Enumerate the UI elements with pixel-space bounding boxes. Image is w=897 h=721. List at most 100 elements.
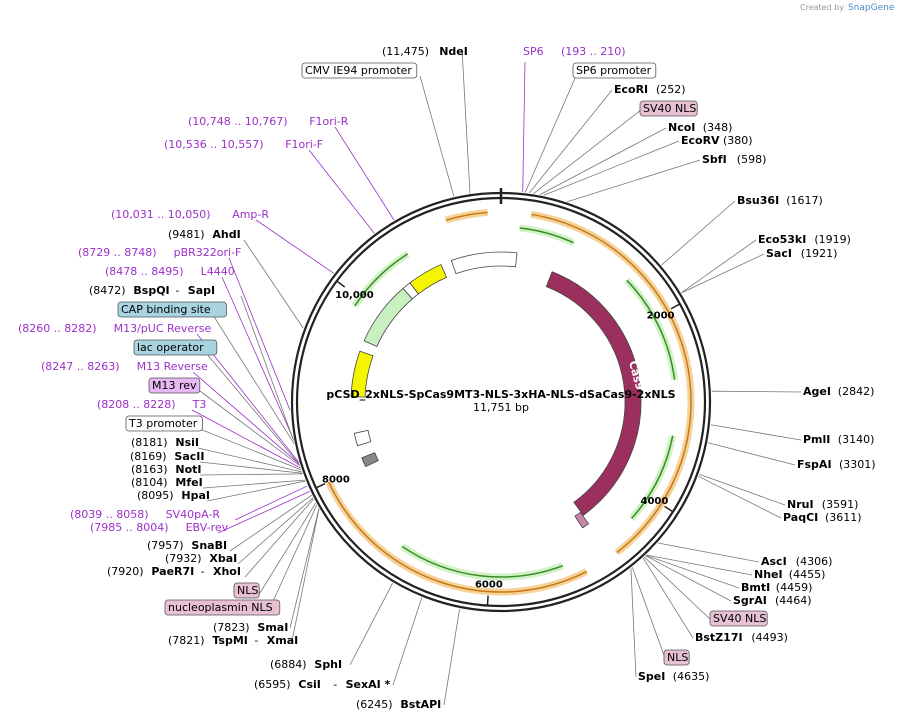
label-snabi: (7957) SnaBI (147, 539, 227, 552)
label-part-33-1: (2842) (838, 385, 875, 398)
label-part-55-1: (4635) (673, 670, 710, 683)
leader-5 (529, 89, 613, 194)
leader-31 (206, 480, 306, 502)
label-bstz17i: BstZ17I(4493) (695, 631, 788, 644)
leader-15 (681, 239, 757, 293)
label-spei: SpeI (4635) (638, 670, 709, 683)
label-lac-operator: lac operator (133, 339, 218, 356)
label-eco53ki: Eco53kI(1919) (758, 233, 851, 246)
label-hpai: (8095)HpaI (137, 489, 210, 502)
label-part-51-2: - (254, 634, 258, 647)
tick-mark-4 (336, 280, 346, 288)
feature-sv40-poly-a-signal (361, 452, 379, 468)
leader-23 (192, 371, 300, 465)
label-f1ori-r: (10,748 .. 10,767)F1ori-R (188, 115, 349, 128)
watermark-prefix: Created by (800, 3, 844, 12)
label-part-12-0: Bsu36I (737, 194, 779, 207)
leader-38 (234, 485, 308, 521)
label-ncoi: NcoI(348) (668, 121, 732, 134)
label-part-51-3: XmaI (267, 634, 298, 647)
label-m13-rev: M13 rev (148, 377, 201, 394)
leader-54 (349, 582, 394, 666)
label-part-44-1: (4455) (789, 568, 826, 581)
label-part-27-1: NsiI (175, 436, 199, 449)
label-part-40-1: SnaBI (191, 539, 227, 552)
label-part-50-1: SmaI (257, 621, 288, 634)
label-m13-reverse: (8247 .. 8263)M13 Reverse (41, 360, 208, 373)
leader-43 (657, 542, 760, 563)
green-arc-3 (401, 545, 564, 578)
label-part-11-1: F1ori-F (285, 138, 323, 151)
label-asci: AscI(4306) (761, 555, 832, 568)
label-t3: (8208 .. 8228) T3 (97, 398, 206, 411)
leader-11 (308, 149, 375, 234)
leader-56 (392, 597, 423, 686)
label-part-35-0: FspAI (797, 458, 832, 471)
label-m13-puc-reverse: (8260 .. 8282)M13/pUC Reverse (18, 322, 211, 335)
label-sp6-promoter: SP6 promoter (572, 62, 657, 79)
leader-10 (334, 126, 395, 221)
features: Cas9 (350, 251, 646, 529)
leader-51 (291, 508, 320, 642)
plasmid-name: pCSD_2xNLS-SpCas9MT3-NLS-3xHA-NLS-dSaCas… (326, 388, 675, 401)
leader-16 (681, 253, 765, 294)
green-arc-4 (354, 253, 409, 307)
label-part-6-0: SV40 NLS (643, 102, 696, 115)
label-part-56-2: - (333, 678, 337, 691)
label-part-57-0: (6245) (356, 698, 393, 711)
label-noti: (8163)NotI (131, 463, 202, 476)
label-ecorv: EcoRV(380) (681, 134, 753, 147)
label-part-29-1: NotI (175, 463, 201, 476)
label-part-4-0: SP6 promoter (576, 64, 652, 77)
label-part-9-0: SbfI (702, 153, 727, 166)
label-smai: (7823) SmaI (213, 621, 288, 634)
label-tspmi: (7821)TspMI-XmaI (168, 634, 298, 647)
label-part-2-0: (193 .. 210) (561, 45, 626, 58)
label-part-55-0: SpeI (638, 670, 665, 683)
label-part-16-0: SacI (766, 247, 792, 260)
label-saci: SacI (1921) (766, 247, 837, 260)
leader-17 (228, 257, 291, 411)
orange-arc-2 (445, 211, 488, 221)
tick-label-0: 2000 (647, 311, 675, 322)
label-part-50-0: (7823) (213, 621, 250, 634)
label-sphi: (6884)SphI (270, 658, 342, 671)
label-part-25-1: T3 (192, 398, 207, 411)
label-part-20-0: CAP binding site (121, 303, 211, 316)
label-part-25-0: (8208 .. 8228) (97, 398, 176, 411)
tick-mark-2 (486, 595, 489, 606)
label-part-16-1: (1921) (801, 247, 838, 260)
label-sv40-nls-2: SV40 NLS (709, 610, 768, 627)
label-part-23-0: (8247 .. 8263) (41, 360, 120, 373)
leader-29 (199, 473, 303, 476)
leader-55 (630, 568, 637, 678)
label-part-9-1: (598) (737, 153, 767, 166)
label-box-26 (125, 415, 203, 432)
tick-mark-3 (315, 483, 326, 489)
watermark: Created by SnapGene (800, 3, 895, 13)
label-box-48 (709, 610, 768, 627)
label-part-42-2: - (201, 565, 205, 578)
label-part-13-0: (10,031 .. 10,050) (111, 208, 211, 221)
leader-34 (710, 424, 802, 441)
leader-8 (543, 140, 680, 196)
label-agei: AgeI(2842) (803, 385, 874, 398)
label-part-15-1: (1919) (814, 233, 851, 246)
label-mfei: (8104)MfeI (131, 476, 203, 489)
label-part-38-0: (8039 .. 8058) (70, 508, 149, 521)
label-sbfi: SbfI (598) (702, 153, 766, 166)
label-part-31-1: HpaI (181, 489, 210, 502)
label-part-43-1: (4306) (796, 555, 833, 568)
label-part-42-3: XhoI (213, 565, 241, 578)
leader-28 (199, 461, 303, 474)
label-sacii: (8169)SacII (130, 450, 204, 463)
label-part-40-0: (7957) (147, 539, 184, 552)
tick-mark-1 (664, 505, 674, 513)
green-arc-bg-0 (519, 224, 576, 246)
leader-42 (244, 498, 314, 578)
label-sgrai: SgrAI(4464) (733, 594, 812, 607)
tick-label-2: 6000 (475, 580, 503, 591)
